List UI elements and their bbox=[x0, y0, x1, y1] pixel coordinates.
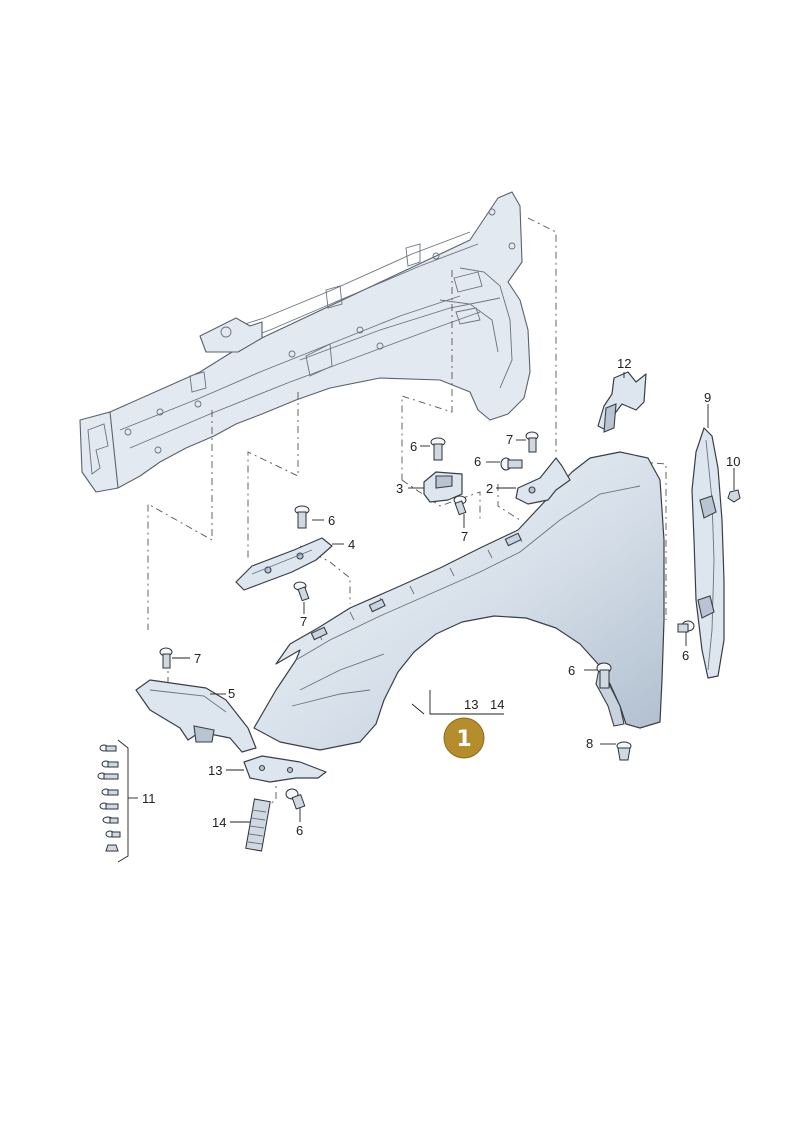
callout-labels: 12 9 10 6 7 6 3 2 7 6 4 7 7 5 13 14 6 6 … bbox=[142, 356, 740, 838]
screw-6-bracket13 bbox=[285, 788, 306, 810]
screw-7-bracket3 bbox=[453, 495, 467, 516]
callout-8: 8 bbox=[586, 736, 593, 751]
screw-6-bracket4 bbox=[294, 505, 310, 529]
callout-9: 9 bbox=[704, 390, 711, 405]
callout-7-upper: 7 bbox=[506, 432, 513, 447]
screw-6-bracket2 bbox=[500, 457, 523, 471]
stud-part-14 bbox=[245, 798, 271, 852]
body-frame-structure bbox=[79, 191, 531, 493]
screw-6-fender bbox=[596, 662, 612, 689]
callout-13-fender: 13 bbox=[464, 697, 478, 712]
clip-8 bbox=[616, 741, 632, 761]
callout-6-upper: 6 bbox=[410, 439, 417, 454]
insulation-part-9 bbox=[691, 427, 725, 679]
callout-6-fender: 6 bbox=[568, 663, 575, 678]
screw-7-bracket4 bbox=[293, 581, 310, 602]
badge-circle bbox=[443, 717, 485, 759]
bracket-part-12 bbox=[597, 371, 647, 433]
callout-7-bracket4: 7 bbox=[300, 614, 307, 629]
fasteners bbox=[159, 431, 741, 810]
screw-6-part9 bbox=[677, 620, 695, 633]
callout-7-bracket5: 7 bbox=[194, 651, 201, 666]
fastener-set-11 bbox=[97, 739, 138, 863]
screw-7-bracket5 bbox=[159, 647, 173, 669]
callout-7-bracket3: 7 bbox=[461, 529, 468, 544]
screw-6-upper bbox=[430, 437, 446, 461]
callout-11: 11 bbox=[142, 791, 156, 806]
leader-lines bbox=[172, 372, 735, 823]
screw-7-bracket2 bbox=[525, 431, 539, 453]
badge-number: 1 bbox=[456, 727, 471, 752]
callout-14-fender: 14 bbox=[490, 697, 504, 712]
callout-2: 2 bbox=[486, 481, 493, 496]
bracket-part-3 bbox=[423, 471, 463, 503]
bracket-part-5 bbox=[135, 679, 257, 753]
callout-10: 10 bbox=[726, 454, 740, 469]
callout-6-part9: 6 bbox=[682, 648, 689, 663]
callout-3: 3 bbox=[396, 481, 403, 496]
bracket-part-4 bbox=[235, 537, 333, 591]
callout-12: 12 bbox=[617, 356, 631, 371]
part-1-badge: 1 bbox=[443, 717, 485, 759]
callout-6-bracket4: 6 bbox=[328, 513, 335, 528]
callout-14-stud: 14 bbox=[212, 815, 226, 830]
bracket-part-2 bbox=[515, 457, 571, 505]
clip-10 bbox=[727, 489, 741, 503]
bracket-part-13 bbox=[243, 755, 327, 783]
callout-13-bracket: 13 bbox=[208, 763, 222, 778]
callout-6-lower: 6 bbox=[296, 823, 303, 838]
callout-6-bracket2: 6 bbox=[474, 454, 481, 469]
callout-5: 5 bbox=[228, 686, 235, 701]
callout-4: 4 bbox=[348, 537, 355, 552]
